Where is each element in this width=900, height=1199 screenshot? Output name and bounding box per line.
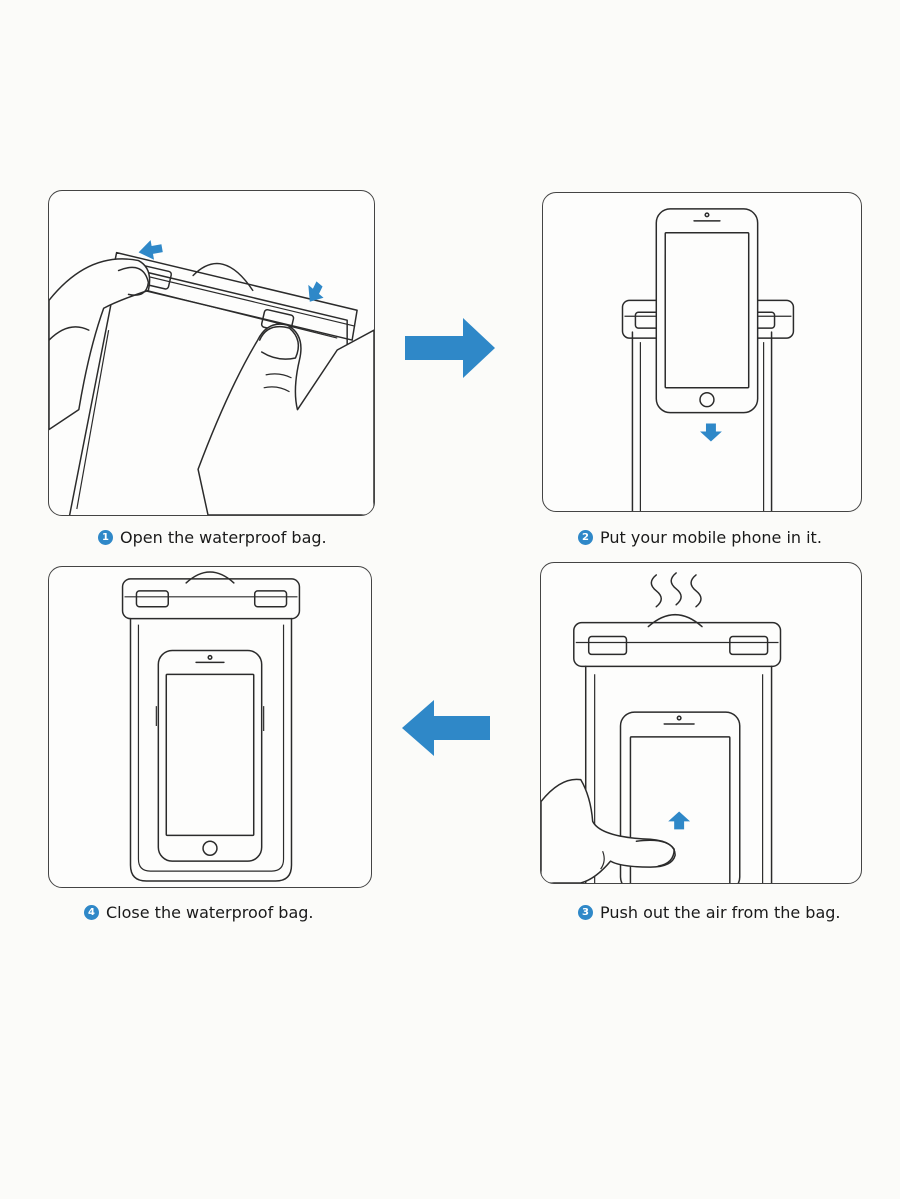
closed-bag-illustration (121, 571, 301, 882)
step-text: Open the waterproof bag. (120, 528, 327, 547)
open-bag-illustration (49, 240, 374, 515)
step-number-badge: 4 (84, 905, 99, 920)
step-number-badge: 2 (578, 530, 593, 545)
right-arrow-icon (405, 318, 495, 378)
step-1-caption: 1 Open the waterproof bag. (98, 528, 327, 547)
step-2-caption: 2 Put your mobile phone in it. (578, 528, 822, 547)
step-text: Push out the air from the bag. (600, 903, 841, 922)
step-4-panel (48, 566, 372, 888)
left-arrow-icon (402, 700, 490, 756)
insert-phone-illustration (621, 208, 795, 511)
step-number-badge: 3 (578, 905, 593, 920)
step-1-panel (48, 190, 375, 516)
step-3-panel (540, 562, 862, 884)
step-3-caption: 3 Push out the air from the bag. (578, 903, 840, 922)
step-4-caption: 4 Close the waterproof bag. (84, 903, 313, 922)
step-text: Put your mobile phone in it. (600, 528, 822, 547)
push-air-illustration (541, 572, 782, 883)
step-text: Close the waterproof bag. (106, 903, 314, 922)
step-2-panel (542, 192, 862, 512)
step-number-badge: 1 (98, 530, 113, 545)
